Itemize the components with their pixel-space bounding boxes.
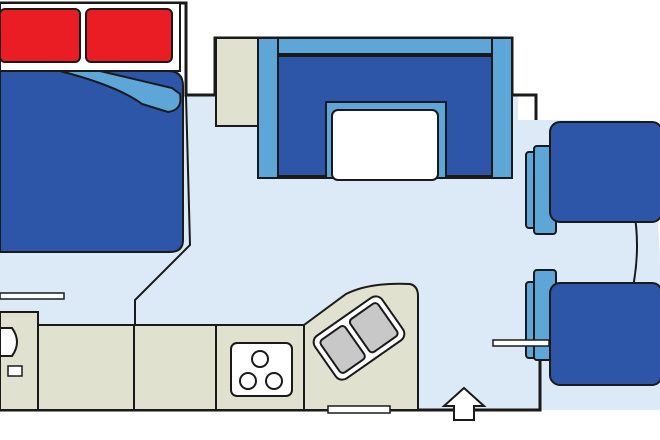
- pillow-right: [85, 8, 173, 63]
- burner-icon: [251, 350, 269, 368]
- bed: [0, 2, 184, 253]
- pillow-left: [0, 8, 81, 63]
- dinette-backrest-top: [273, 37, 493, 55]
- seat-cushion-upper: [549, 121, 660, 223]
- bed-partition: [134, 94, 192, 325]
- seat-cushion-lower: [549, 282, 660, 386]
- entrance-arrow-icon: [441, 386, 487, 421]
- dinette-armrest-right: [491, 37, 513, 179]
- counter-segment-1: [37, 324, 135, 411]
- burner-icon: [265, 372, 283, 390]
- mattress: [0, 70, 184, 253]
- sink-basin-left: [319, 325, 366, 374]
- folded-blanket: [59, 70, 182, 114]
- dinette-table: [331, 109, 439, 181]
- rear-cabinet: [0, 311, 39, 411]
- double-sink: [312, 295, 406, 381]
- toilet-icon: [0, 327, 18, 357]
- dinette-armrest-left: [257, 37, 279, 179]
- sink-basin-right: [348, 302, 399, 354]
- dinette: [257, 37, 513, 181]
- rear-shelf: [0, 292, 65, 300]
- front-seat-lower: [525, 269, 660, 386]
- counter-segment-2: [133, 324, 217, 411]
- rear-cabinet-body: [0, 311, 39, 411]
- front-seat-upper: [525, 121, 660, 235]
- wardrobe-cabinet: [215, 37, 259, 127]
- door-step-shelf: [492, 339, 550, 347]
- toilet-tank: [7, 365, 23, 377]
- burner-icon: [239, 372, 257, 390]
- stove: [230, 342, 293, 397]
- side-window: [327, 405, 391, 414]
